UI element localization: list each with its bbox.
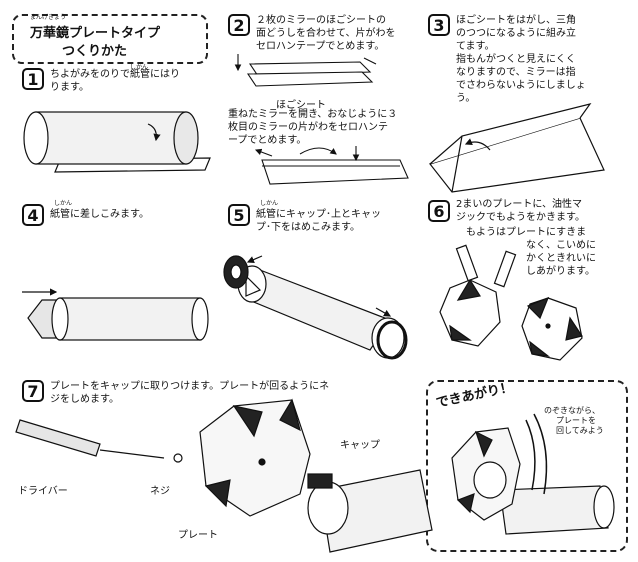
step-2-line-3: セロハンテープでとめます。 [256, 41, 385, 52]
step-3-line-1: ほごシートをはがし、三角 [456, 15, 576, 26]
step-1-tube-illustration [23, 111, 211, 173]
step-2-number: 2 [228, 14, 250, 36]
driver-label: ドライバー [18, 486, 68, 497]
step-3-line-3: てます。 [456, 41, 495, 52]
step-2-sheet-label: ほごシート [276, 100, 326, 111]
step-7-line-1: プレートをキャップに取りつけます。プレートが回るようにネ [50, 381, 330, 392]
step-6-note-line-4: しあがります。 [526, 266, 595, 277]
step-5-caps-illustration [223, 255, 408, 360]
step-2-mirror-illustration [234, 54, 409, 185]
step-1-ruby: しかん [130, 64, 149, 71]
step-2-extra-line-1: 重ねたミラーを開き、おなじように３ [228, 109, 398, 120]
step-6-plates-illustration [439, 244, 583, 361]
step-1-number: 1 [22, 68, 44, 90]
title-line-1: 万華鏡プレートタイプ [30, 26, 161, 41]
cap-label: キャップ [340, 440, 380, 451]
step-4-ruby: しかん [54, 200, 73, 207]
step-1-line-2: ります。 [50, 82, 89, 93]
title-box [12, 14, 208, 64]
step-6-line-1: 2まいのプレートに、油性マ [456, 199, 583, 210]
step-3-line-2: のつつになるように組み立 [456, 28, 576, 39]
step-2-line-1: ２枚のミラーのほごシートの [256, 15, 386, 26]
step-6-note-line-1: もようはプレートにすきま [466, 227, 587, 238]
step-6-number: 6 [428, 200, 450, 222]
step-6-note-line-2: なく、こいめに [526, 240, 596, 251]
step-3-line-5: なりますので、ミラーは指 [456, 67, 576, 78]
title-line-2: つくりかた [62, 44, 128, 59]
step-3-number: 3 [428, 14, 450, 36]
done-note-line-3: 回してみよう [556, 426, 604, 435]
step-7-number: 7 [22, 380, 44, 402]
step-3-line-6: でさわらないようにしましょ [456, 80, 586, 91]
plate-label: プレート [178, 530, 218, 541]
step-5-number: 5 [228, 204, 250, 226]
done-note-line-1: のぞきながら、 [544, 406, 600, 415]
step-1-line-1: ちよがみをのりで紙管にはり [50, 69, 180, 80]
step-3-prism-illustration [428, 103, 605, 193]
screw-label: ネジ [150, 486, 170, 497]
done-kaleidoscope-illustration [451, 413, 615, 535]
step-4-number: 4 [22, 204, 44, 226]
step-2-line-2: 面どうしを合わせて、片がわを [256, 28, 396, 39]
step-6-note-line-3: かくときれいに [526, 253, 596, 264]
step-5-line-1: 紙管にキャップ･上とキャッ [256, 209, 381, 220]
step-2-extra-line-3: ープでとめます。 [228, 135, 307, 146]
step-4-line-1: 紙管に差しこみます。 [50, 209, 149, 220]
step-5-ruby: しかん [260, 200, 279, 207]
step-7-line-2: ジをしめます。 [50, 394, 119, 405]
step-3-line-4: 指もんがつくと見えにくく [456, 54, 576, 65]
step-7-assembly-illustration [15, 398, 433, 553]
step-2-extra-line-2: 枚目のミラーの片がわをセロハンテ [228, 122, 388, 133]
step-4-insert-illustration [22, 288, 209, 341]
done-box [426, 380, 628, 552]
step-3-line-7: う。 [456, 93, 476, 104]
title-ruby: まんげきょう [30, 14, 67, 21]
done-note-line-2: プレートを [556, 416, 596, 425]
step-6-line-2: ジックでもようをかきます。 [456, 212, 585, 223]
step-5-line-2: プ･下をはめこみます。 [256, 222, 360, 233]
